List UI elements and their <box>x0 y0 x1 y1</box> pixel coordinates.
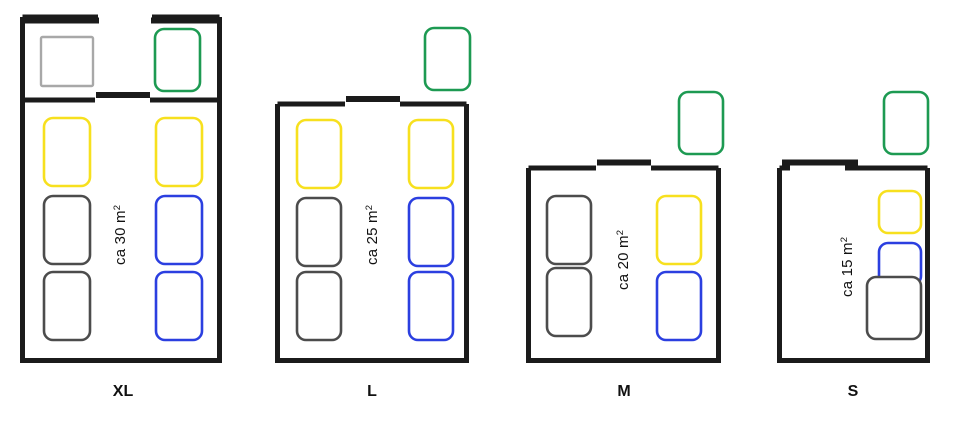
plan-xl[interactable]: ca 30 m2 XL <box>20 14 222 400</box>
l-area-label: ca 25 m2 <box>364 205 382 265</box>
m-yellow-box-right-module-icon <box>655 194 703 266</box>
l-blue-box-upper-module-icon <box>407 196 455 268</box>
plan-m[interactable]: ca 20 m2 M <box>526 90 725 400</box>
l-size-label: L <box>367 383 377 400</box>
l-yellow-box-left-module-icon <box>295 118 343 190</box>
xl-grey-box-left-lower-module-icon <box>42 270 92 342</box>
plan-s[interactable]: ca 15 m2 S <box>777 90 930 400</box>
m-size-label: M <box>617 383 630 400</box>
m-grey-box-left-upper-module-icon <box>545 194 593 266</box>
s-green-box-detached-module-icon <box>882 90 930 156</box>
m-grey-box-left-lower-module-icon <box>545 266 593 338</box>
xl-light-grey-square-module-icon <box>39 35 95 88</box>
s-room-walls <box>777 168 930 363</box>
xl-green-box-module-icon <box>153 27 202 93</box>
m-blue-box-right-module-icon <box>655 270 703 342</box>
m-green-box-detached-module-icon <box>677 90 725 156</box>
xl-yellow-box-left-module-icon <box>42 116 92 188</box>
m-room-walls <box>526 168 721 363</box>
l-blue-box-lower-module-icon <box>407 270 455 342</box>
xl-blue-box-upper-module-icon <box>154 194 204 266</box>
l-grey-box-left-upper-module-icon <box>295 196 343 268</box>
l-room-walls <box>275 104 469 363</box>
s-yellow-box-small-module-icon <box>877 189 923 235</box>
l-green-box-detached-module-icon <box>423 26 472 92</box>
xl-size-label: XL <box>113 383 134 400</box>
l-grey-box-left-lower-module-icon <box>295 270 343 342</box>
s-grey-box-large-module-icon <box>865 275 923 341</box>
s-area-label: ca 15 m2 <box>839 237 857 297</box>
plan-l[interactable]: ca 25 m2 L <box>275 26 472 400</box>
xl-area-label: ca 30 m2 <box>112 205 130 265</box>
l-yellow-box-right-module-icon <box>407 118 455 190</box>
m-area-label: ca 20 m2 <box>615 230 633 290</box>
xl-yellow-box-right-module-icon <box>154 116 204 188</box>
xl-grey-box-left-upper-module-icon <box>42 194 92 266</box>
xl-blue-box-lower-module-icon <box>154 270 204 342</box>
s-size-label: S <box>848 383 859 400</box>
xl-room-walls <box>20 17 222 363</box>
